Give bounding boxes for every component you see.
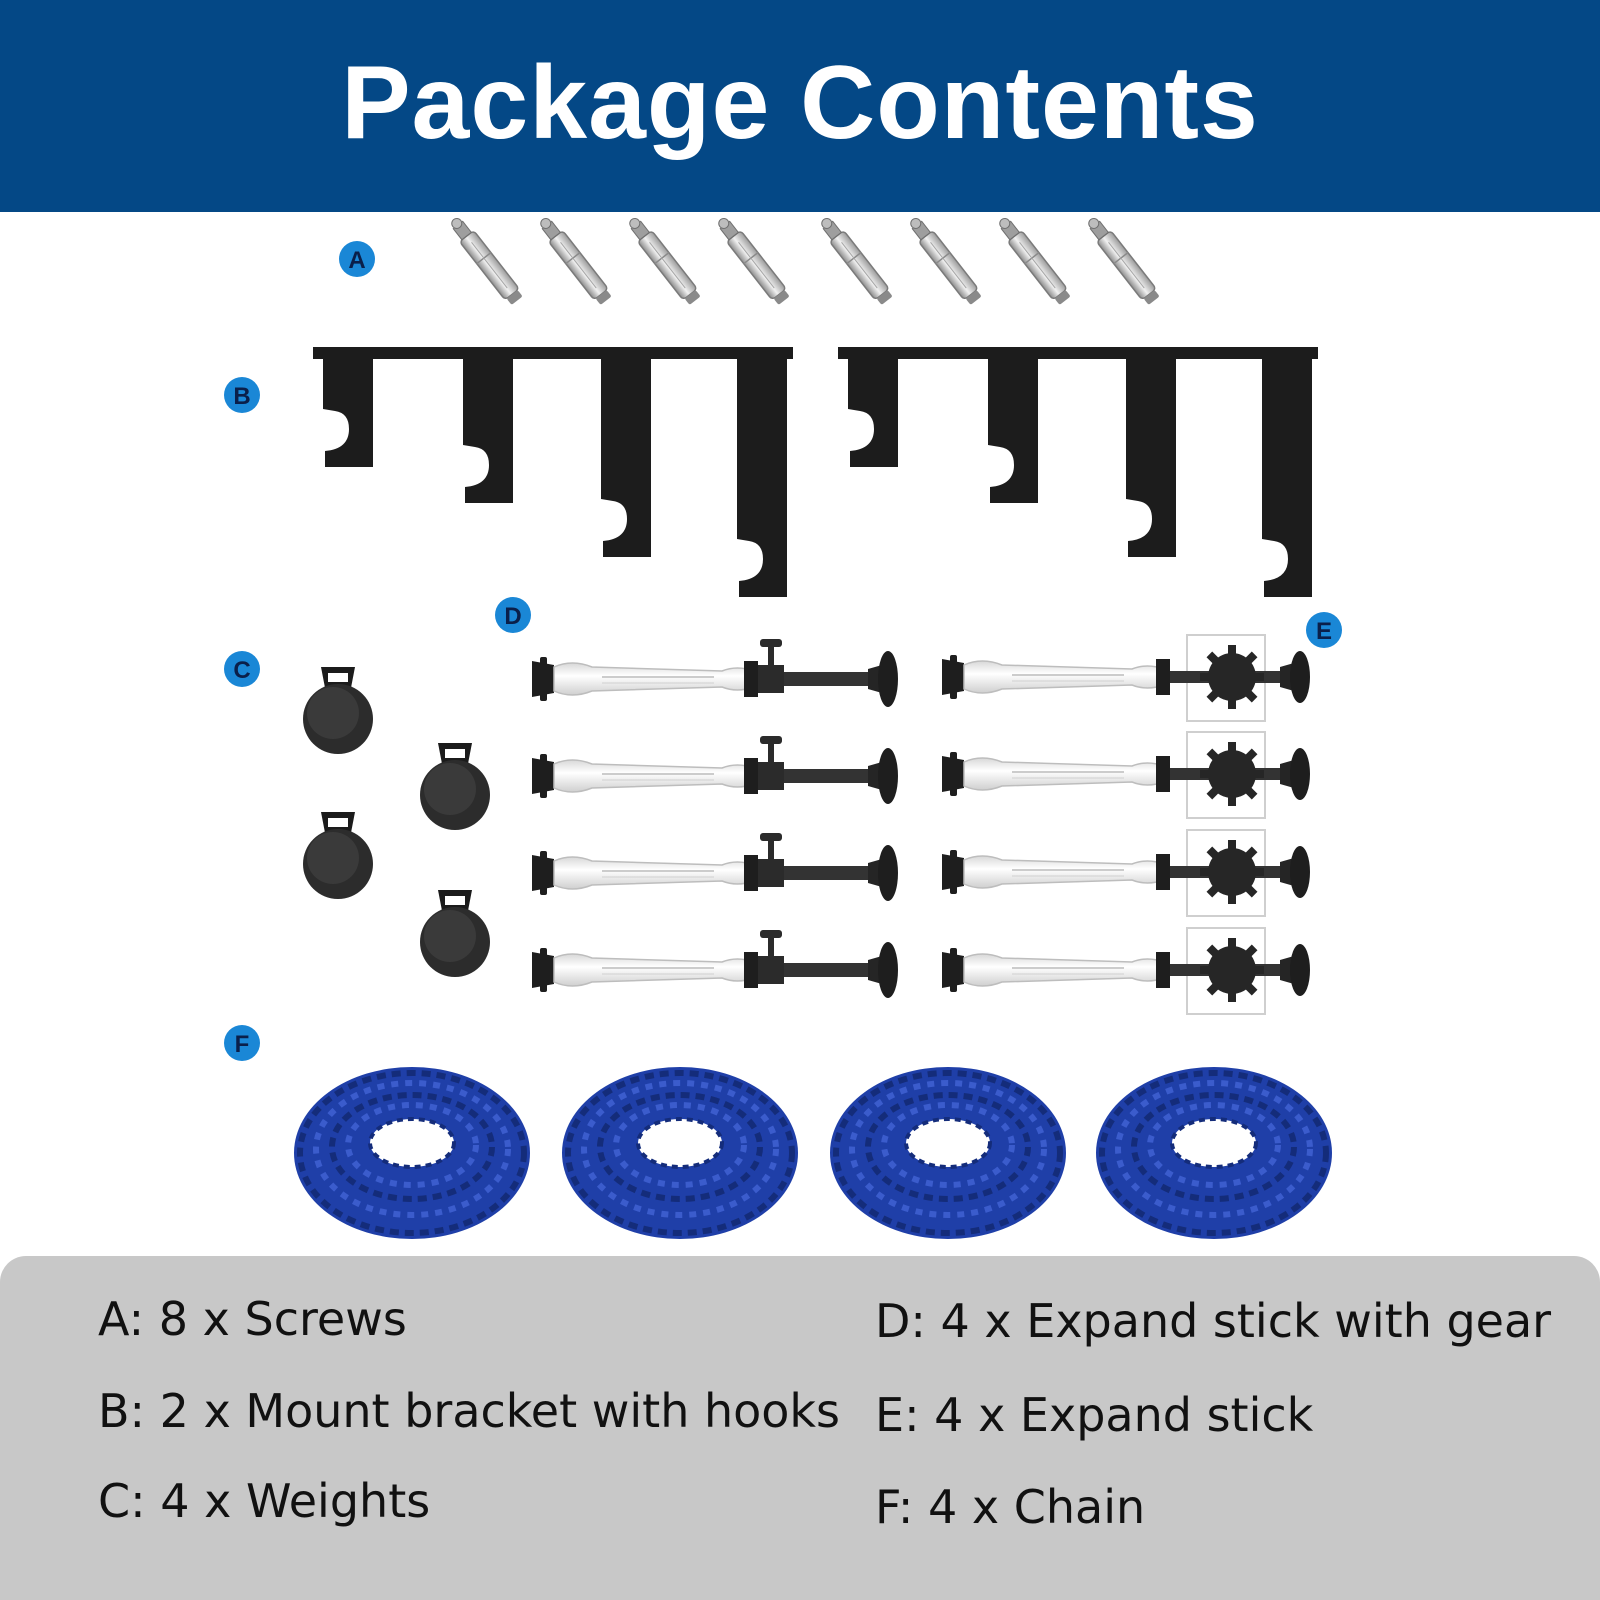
legend-item-a: A: 8 x Screws (98, 1292, 407, 1346)
expand-stick-icon (941, 927, 1311, 1015)
expand-stick-icon (941, 731, 1311, 819)
weight-icon (303, 667, 373, 754)
screw-icon (445, 213, 525, 307)
plain-stick-icons (941, 634, 1311, 1015)
badge-d-label: D (504, 603, 521, 630)
contents-legend: A: 8 x Screws B: 2 x Mount bracket with … (0, 1256, 1600, 1600)
mount-bracket-icon (838, 347, 1318, 597)
legend-item-b: B: 2 x Mount bracket with hooks (98, 1384, 841, 1438)
badge-b: B (224, 377, 260, 413)
expand-stick-gear-icon (531, 929, 899, 999)
badge-a-label: A (348, 247, 365, 274)
weight-icon (420, 890, 490, 977)
chain-icon (294, 1067, 530, 1239)
badge-a: A (339, 241, 375, 277)
weight-icons (303, 667, 490, 977)
weight-icon (420, 743, 490, 830)
expand-stick-icon (941, 634, 1311, 722)
chain-icon (562, 1067, 798, 1239)
weight-icon (303, 812, 373, 899)
expand-stick-icon (941, 829, 1311, 917)
screw-icon (1082, 213, 1162, 307)
badge-e-label: E (1316, 618, 1332, 645)
badge-e: E (1306, 612, 1342, 648)
gear-stick-icons (531, 638, 899, 999)
badge-b-label: B (233, 383, 250, 410)
screw-icon (904, 213, 984, 307)
badge-c: C (224, 651, 260, 687)
chain-icon (830, 1067, 1066, 1239)
screw-icon (815, 213, 895, 307)
badge-c-label: C (233, 657, 250, 684)
screw-icon (623, 213, 703, 307)
parts-illustration: A B C D E F (224, 213, 1342, 1256)
legend-item-f: F: 4 x Chain (875, 1480, 1146, 1534)
legend-item-c: C: 4 x Weights (98, 1474, 431, 1528)
expand-stick-gear-icon (531, 832, 899, 902)
badge-f-label: F (235, 1031, 250, 1058)
badge-d: D (495, 597, 531, 633)
header-banner (0, 0, 1600, 212)
page-title: Package Contents (341, 45, 1259, 161)
screw-icon (993, 213, 1073, 307)
bracket-icons (313, 347, 1318, 597)
badge-f: F (224, 1025, 260, 1061)
screw-icons (445, 213, 1162, 307)
mount-bracket-icon (313, 347, 793, 597)
legend-item-d: D: 4 x Expand stick with gear (875, 1294, 1552, 1348)
expand-stick-gear-icon (531, 735, 899, 805)
chain-icons (294, 1067, 1332, 1239)
legend-item-e: E: 4 x Expand stick (875, 1388, 1314, 1442)
expand-stick-gear-icon (531, 638, 899, 708)
chain-icon (1096, 1067, 1332, 1239)
screw-icon (534, 213, 614, 307)
screw-icon (712, 213, 792, 307)
